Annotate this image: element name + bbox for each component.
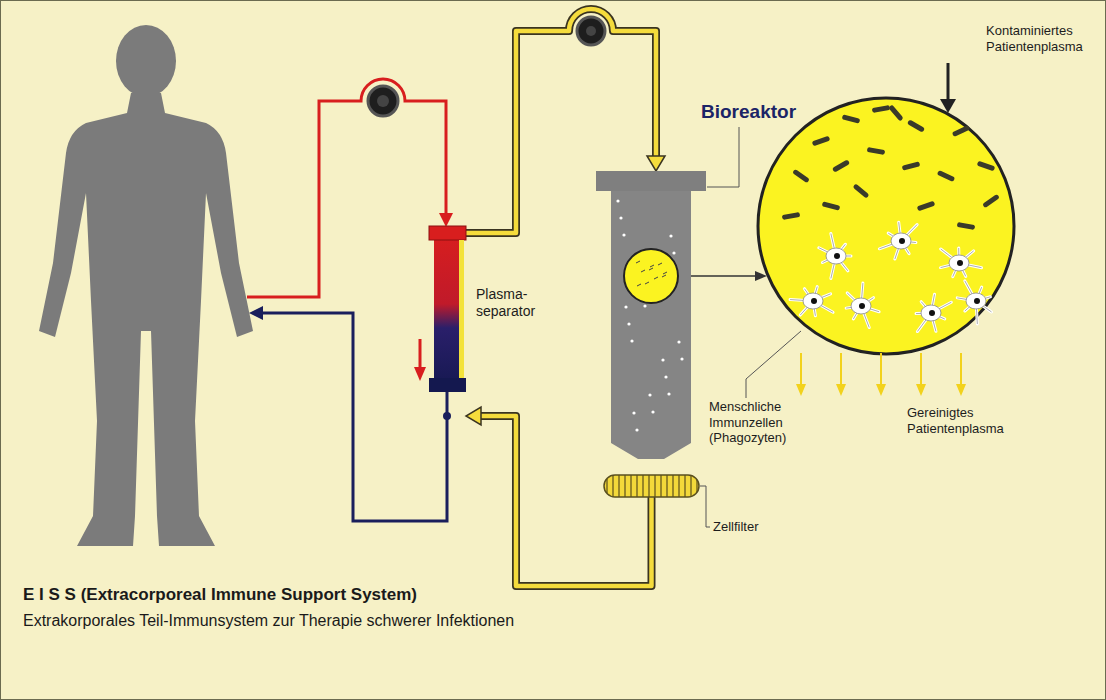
arterial-line bbox=[247, 79, 453, 297]
leader-line bbox=[700, 486, 710, 527]
human-silhouette bbox=[39, 25, 253, 546]
annotation-label: Menschliche Immunzellen (Phagozyten) bbox=[709, 399, 821, 446]
plasma-separator-shape bbox=[429, 226, 466, 421]
diagram-title: E I S S (Extracorporeal Immune Support S… bbox=[23, 585, 417, 605]
bioreactor-shape bbox=[596, 171, 706, 461]
cell-filter-shape bbox=[604, 475, 699, 497]
bioreactor: Bioreaktor bbox=[596, 171, 706, 461]
venous-return-line bbox=[249, 306, 447, 521]
leader-line bbox=[746, 331, 801, 398]
blood-pump bbox=[368, 86, 398, 116]
cell-filter: Zellfilter bbox=[604, 475, 699, 497]
magnify-arrow bbox=[678, 271, 767, 281]
flow-arrow bbox=[414, 339, 426, 381]
plasma-separator-label: Plasma- separator bbox=[476, 286, 556, 320]
bioreactor-label: Bioreaktor bbox=[701, 101, 796, 124]
magnified-plasma bbox=[758, 98, 1014, 354]
cell-filter-label: Zellfilter bbox=[713, 519, 759, 535]
annotation-label: Kontaminiertes Patientenplasma bbox=[986, 23, 1098, 54]
bacteria bbox=[782, 104, 1000, 230]
inflow-arrow bbox=[940, 63, 956, 113]
outflow-arrows bbox=[796, 353, 966, 396]
plasma-pump bbox=[577, 17, 605, 45]
phagocytes bbox=[790, 222, 991, 331]
leader-line bbox=[707, 127, 739, 187]
diagram-caption: Extrakorporales Teil-Immunsystem zur The… bbox=[23, 611, 514, 630]
annotation-label: Gereinigtes Patientenplasma bbox=[907, 405, 1025, 436]
plasma-separator: Plasma- separator bbox=[429, 226, 466, 421]
